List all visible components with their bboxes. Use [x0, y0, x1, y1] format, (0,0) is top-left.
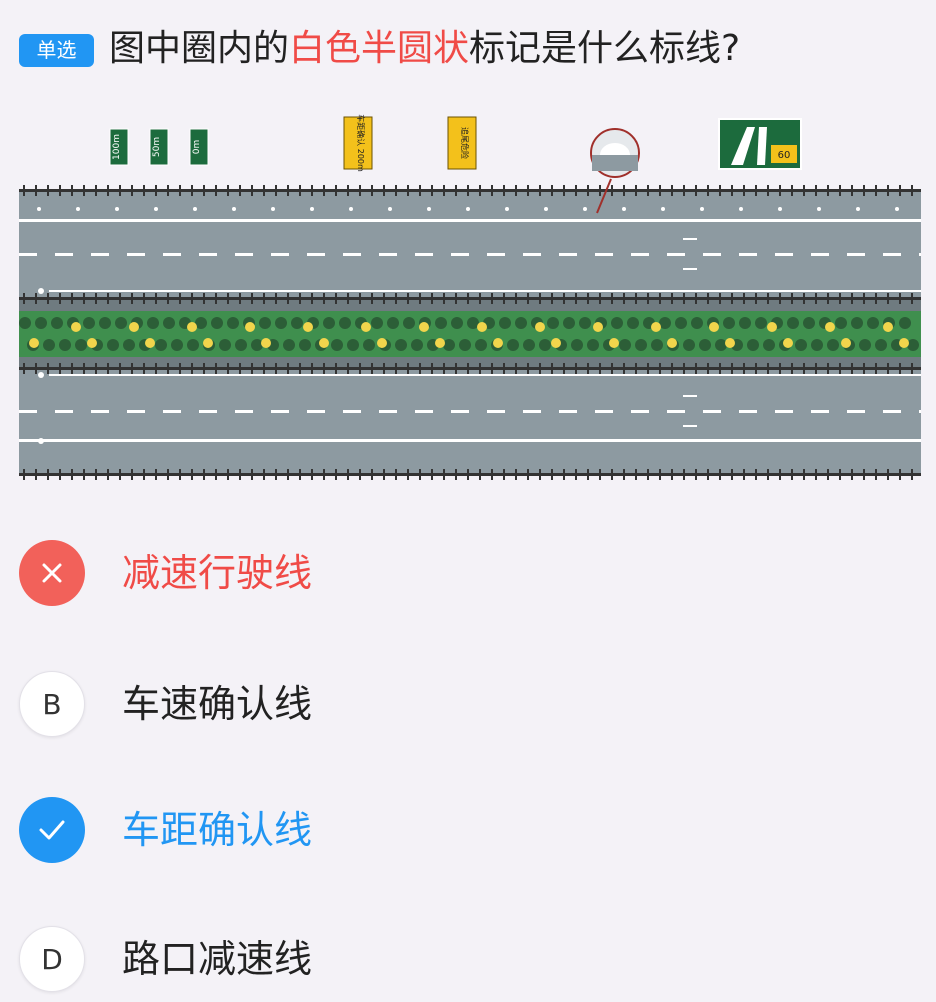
svg-text:50m: 50m [152, 137, 162, 157]
upper-carriageway [19, 191, 921, 297]
option-c[interactable]: 车距确认线 [19, 797, 719, 863]
sign-speed-limit: 60 [718, 118, 802, 170]
sign-100m: 100m [109, 128, 129, 166]
svg-text:车距确认 200m: 车距确认 200m [356, 114, 366, 172]
sign-50m: 50m [149, 128, 169, 166]
median-bushes [19, 317, 919, 351]
option-d[interactable]: D 路口减速线 [19, 926, 719, 992]
lane-markings [19, 207, 936, 444]
question-text-before: 图中圈内的 [109, 28, 290, 69]
sign-0m: 0m [189, 128, 209, 166]
option-d-letter: D [19, 926, 85, 992]
question-text-highlight: 白色半圆状 [289, 28, 470, 69]
option-c-label: 车距确认线 [122, 808, 313, 852]
lower-carriageway [19, 369, 921, 473]
svg-text:0m: 0m [192, 140, 202, 155]
option-b-letter: B [19, 671, 85, 737]
option-a[interactable]: 减速行驶线 [19, 540, 719, 606]
sign-distance-check: 车距确认 200m [343, 114, 373, 172]
svg-text:100m: 100m [112, 134, 122, 160]
svg-text:60: 60 [778, 150, 791, 161]
option-b-label: 车速确认线 [122, 682, 313, 726]
question-text-after: 标记是什么标线? [469, 28, 741, 69]
sign-rear-end-danger: 追尾危险 [447, 116, 477, 170]
option-b[interactable]: B 车速确认线 [19, 671, 719, 737]
single-choice-tag: 单选 [19, 34, 94, 67]
svg-text:追尾危险: 追尾危险 [460, 127, 470, 159]
semicircle-magnifier [590, 128, 640, 214]
guardrails [19, 185, 921, 480]
question-header: 单选 图中圈内的白色半圆状标记是什么标线? [19, 18, 926, 78]
option-a-label: 减速行驶线 [122, 551, 313, 595]
option-d-label: 路口减速线 [122, 937, 313, 981]
wrong-mark-icon [19, 540, 85, 606]
road-illustration: 100m 50m 0m 车距确认 200m 追尾危险 60 [19, 105, 936, 485]
question-text: 图中圈内的白色半圆状标记是什么标线? [109, 24, 740, 74]
check-mark-icon [19, 797, 85, 863]
